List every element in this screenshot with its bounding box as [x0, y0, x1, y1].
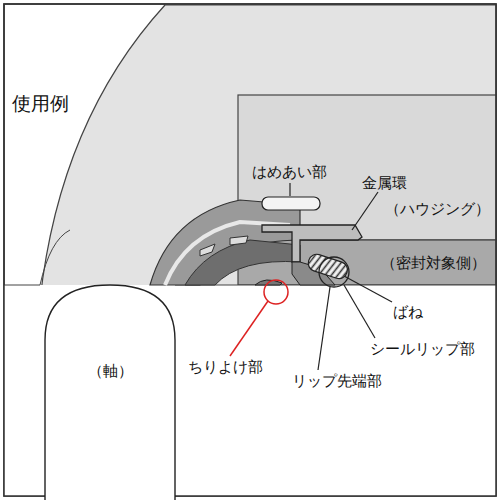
part-label: シールリップ部 [370, 340, 475, 358]
region-label: （軸） [88, 362, 133, 380]
part-label: リップ先端部 [292, 372, 382, 390]
part-label: ちりよけ部 [188, 358, 263, 376]
region-label: （ハウジング） [385, 200, 490, 218]
part-label: はめあい部 [252, 163, 327, 181]
part-label: ばね [393, 303, 423, 321]
figure-title: 使用例 [12, 92, 69, 115]
part-label: 金属環 [362, 174, 407, 192]
region-label: （密封対象側） [381, 254, 486, 272]
